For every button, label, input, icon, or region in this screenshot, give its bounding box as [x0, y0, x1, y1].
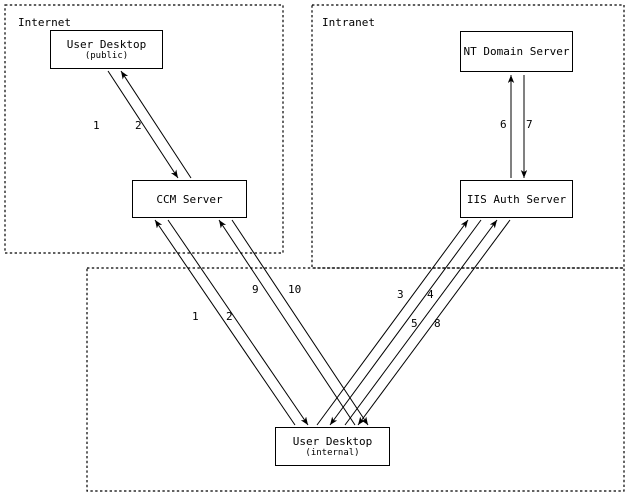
- flow-line-4-iis-to-desktop-internal: [329, 219, 482, 426]
- flow-label-6: 6: [500, 118, 507, 131]
- node-title: CCM Server: [156, 192, 223, 206]
- zone-label-intranet: Intranet: [322, 16, 375, 29]
- flow-line-2-ccm-to-desktop-public: [120, 70, 192, 179]
- flow-label-1-public: 1: [93, 119, 100, 132]
- flow-line-10-ccm-to-desktop-internal: [231, 219, 369, 426]
- flow-label-9: 9: [252, 283, 259, 296]
- zone-borders: [4, 4, 625, 492]
- flow-line-5-desktop-internal-to-iis: [344, 219, 498, 426]
- node-ccm-server[interactable]: CCM Server: [132, 180, 247, 218]
- flow-label-2-internal: 2: [226, 310, 233, 323]
- flow-label-2-public: 2: [135, 119, 142, 132]
- node-title: IIS Auth Server: [466, 192, 567, 206]
- flow-line-1-desktop-public-to-ccm: [107, 70, 179, 179]
- flow-label-3: 3: [397, 288, 404, 301]
- flow-line-1-desktop-internal-to-ccm: [154, 219, 296, 426]
- node-iis-auth-server[interactable]: IIS Auth Server: [460, 180, 573, 218]
- flow-label-7: 7: [526, 118, 533, 131]
- flow-label-4: 4: [427, 288, 434, 301]
- flow-label-1-internal: 1: [192, 310, 199, 323]
- node-title: NT Domain Server: [463, 45, 570, 58]
- node-user-desktop-internal[interactable]: User Desktop (internal): [275, 427, 390, 466]
- flow-line-2-ccm-to-desktop-internal: [167, 219, 309, 426]
- node-nt-domain-server[interactable]: NT Domain Server: [460, 31, 573, 72]
- flow-line-9-desktop-internal-to-ccm: [218, 219, 356, 426]
- node-title: User Desktop: [292, 434, 373, 448]
- zone-label-internet: Internet: [18, 16, 71, 29]
- node-user-desktop-public[interactable]: User Desktop (public): [50, 30, 163, 69]
- flow-label-10: 10: [288, 283, 302, 296]
- zone-internet-border: [4, 4, 284, 254]
- flow-label-8: 8: [434, 317, 441, 330]
- flow-line-3-desktop-internal-to-iis: [316, 219, 469, 426]
- zone-internal-border: [86, 267, 625, 492]
- node-subtitle: (public): [84, 50, 129, 61]
- flow-label-5: 5: [411, 317, 418, 330]
- flow-line-8-iis-to-desktop-internal: [357, 219, 511, 426]
- node-title: User Desktop: [66, 37, 147, 51]
- node-subtitle: (internal): [305, 447, 360, 458]
